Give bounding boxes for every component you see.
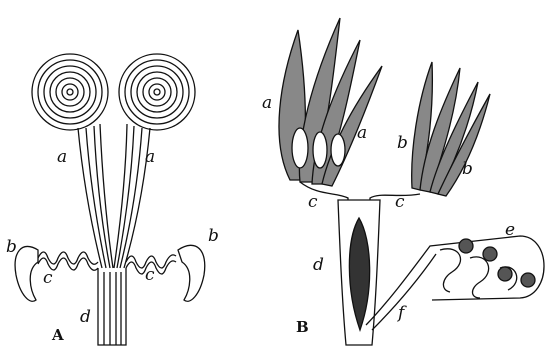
- label-b-right-b: b: [462, 159, 473, 179]
- label-a-left-c: c: [43, 268, 53, 288]
- panel-b-letter: B: [296, 318, 309, 336]
- label-a-left-a: a: [57, 147, 67, 167]
- label-b-right-a: a: [357, 123, 367, 143]
- panel-a-right-horn: [178, 245, 205, 301]
- panel-a-left-limb: [78, 124, 113, 268]
- label-a-right-c: c: [145, 265, 155, 285]
- panel-a-left-coil: [32, 54, 108, 130]
- panel-a: [15, 54, 205, 345]
- label-b-left-a: a: [262, 93, 272, 113]
- panel-b-left-ovals: [292, 128, 345, 168]
- label-b-left-b: b: [397, 133, 408, 153]
- panel-a-letter: A: [51, 326, 64, 344]
- label-b-e: e: [505, 220, 515, 240]
- panel-b: [279, 18, 544, 345]
- label-b-f: f: [396, 303, 407, 323]
- label-b-left-c: c: [308, 192, 318, 212]
- label-b-d: d: [313, 255, 324, 275]
- label-b-right-c: c: [395, 192, 405, 212]
- panel-a-stem: [98, 268, 126, 345]
- label-a-right-a: a: [145, 147, 155, 167]
- label-a-right-b: b: [208, 226, 219, 246]
- panel-a-right-coil: [119, 54, 195, 130]
- label-a-left-b: b: [6, 237, 17, 257]
- panel-a-right-limb: [114, 124, 150, 268]
- panel-a-left-horn: [15, 246, 38, 301]
- label-a-d: d: [80, 307, 91, 327]
- panel-b-side-branch: [366, 236, 544, 325]
- panel-b-right-sacs: [412, 62, 490, 196]
- panel-b-ovules: [459, 239, 535, 287]
